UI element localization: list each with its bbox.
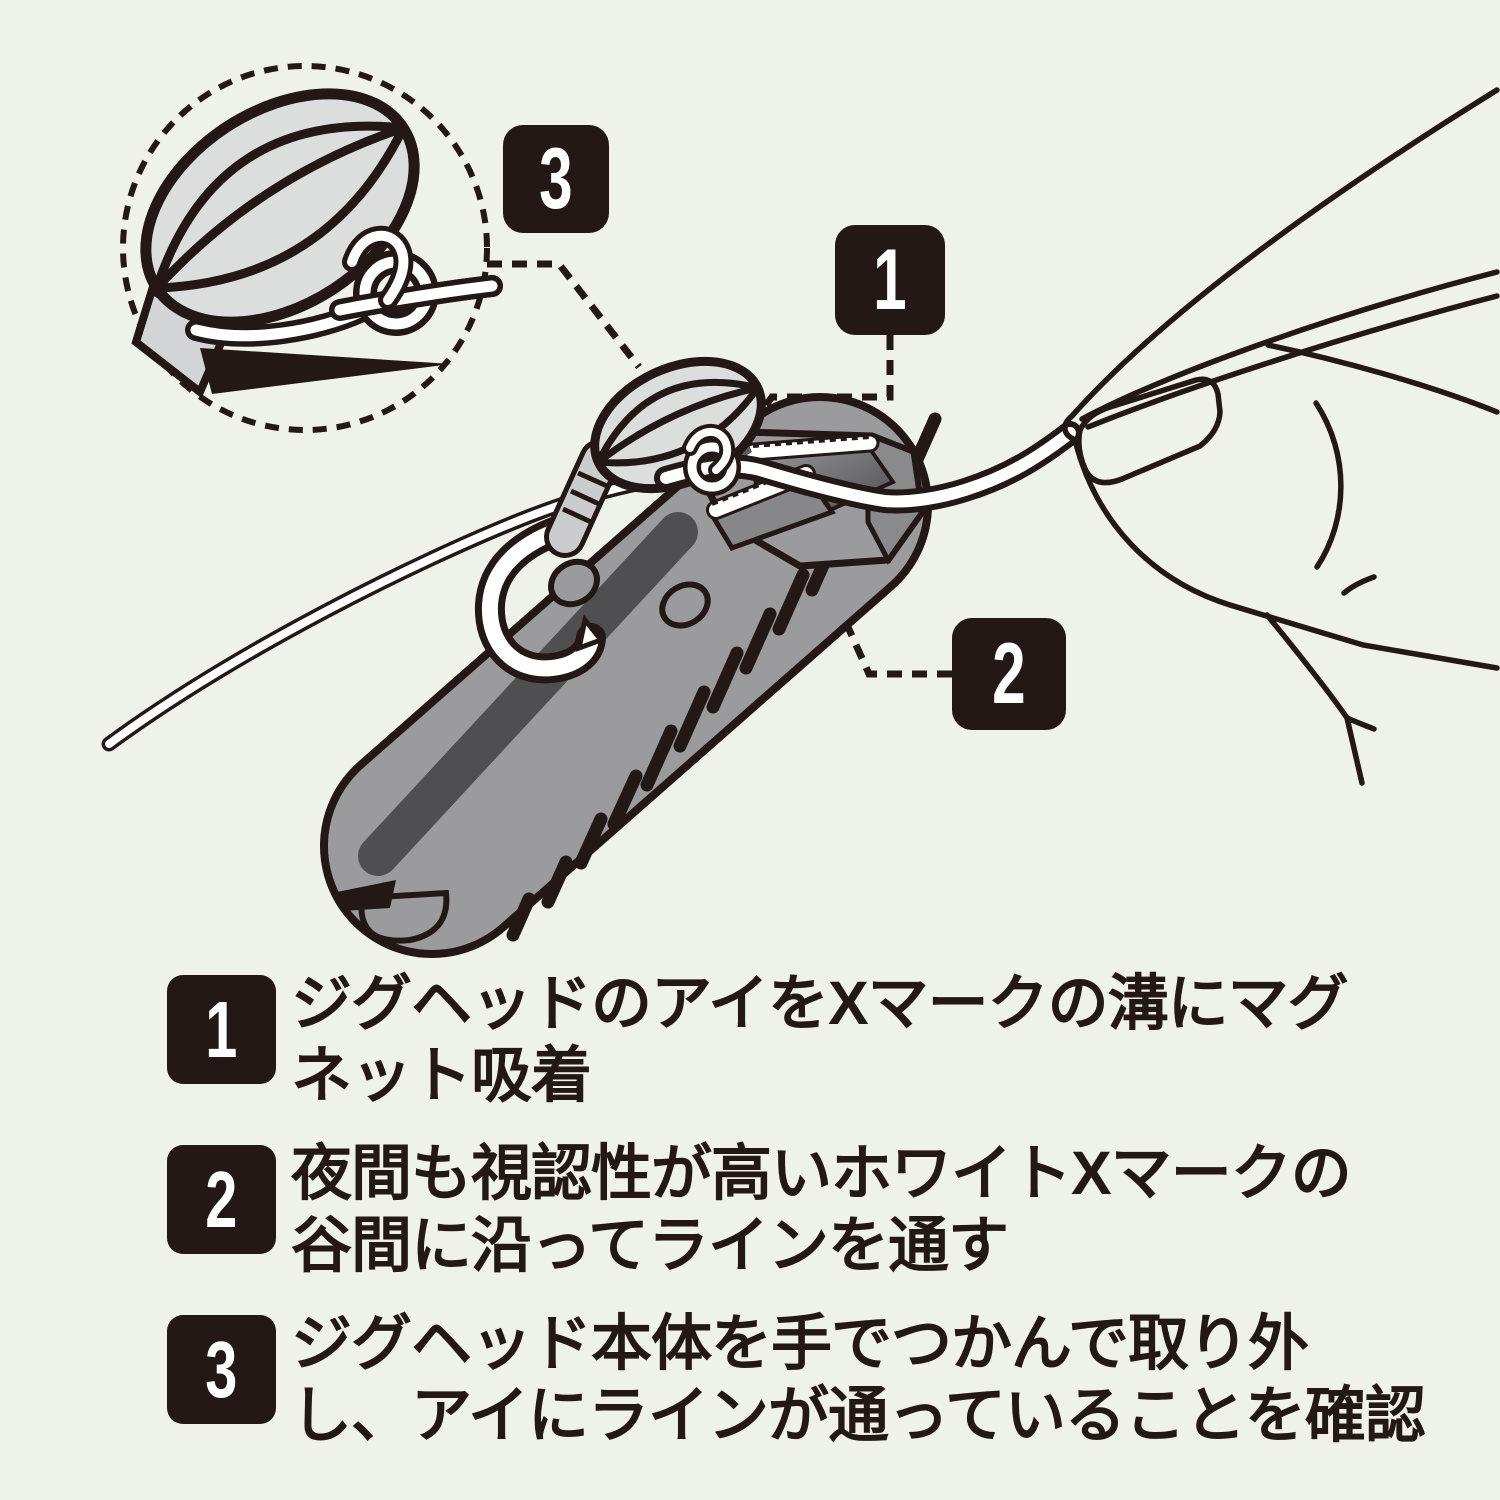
hook — [474, 512, 606, 684]
callout-3-number: 3 — [539, 131, 573, 227]
thumb-tip — [1062, 413, 1078, 443]
tool-hole — [659, 581, 711, 629]
crease-tick — [1344, 715, 1377, 732]
tool-head — [686, 428, 926, 570]
step-1-line-1: ジグヘッドのアイをXマークの溝にマグ — [291, 969, 1349, 1037]
line-tag-end — [1079, 269, 1500, 422]
tool-end-notch — [332, 880, 396, 911]
step-1: 1 ジグヘッドのアイをXマークの溝にマグ ネット吸着 — [167, 969, 1349, 1111]
callout-3: 3 — [503, 125, 609, 233]
step-2-number: 2 — [205, 1154, 238, 1244]
palm-crease-small — [1341, 574, 1377, 596]
thumb-bottom-outline — [1072, 437, 1500, 671]
callout-2-number: 2 — [992, 626, 1026, 722]
leader-line-3 — [487, 260, 642, 370]
step-2-number-badge: 2 — [167, 1145, 276, 1254]
jig-head-eye-ring — [682, 424, 741, 496]
step-3-line-1: ジグヘッド本体を手でつかんで取り外 — [291, 1309, 1309, 1377]
step-1-line-2: ネット吸着 — [291, 1041, 592, 1109]
step-2-text: 夜間も視認性が高いホワイトXマークの 谷間に沿ってラインを通す — [291, 1137, 1352, 1281]
callout-2: 2 — [952, 618, 1066, 730]
step-2: 2 夜間も視認性が高いホワイトXマークの 谷間に沿ってラインを通す — [167, 1139, 1352, 1281]
line-tag-end — [1085, 293, 1500, 430]
step-3-line-2: し、アイにラインが通っていることを確認 — [291, 1381, 1426, 1449]
tool-handle — [328, 401, 924, 950]
thumbnail — [1076, 376, 1223, 486]
tool-groove — [358, 512, 698, 876]
thumb-top-outline — [1069, 87, 1500, 419]
palm-crease-arc — [1313, 400, 1344, 570]
step-1-text: ジグヘッドのアイをXマークの溝にマグ ネット吸着 — [291, 967, 1349, 1111]
step-3-number: 3 — [205, 1324, 238, 1414]
step-1-number: 1 — [205, 984, 238, 1074]
step-2-line-2: 谷間に沿ってラインを通す — [291, 1211, 1009, 1279]
hand-pinching-line — [1062, 87, 1500, 786]
collar-rings — [561, 470, 609, 525]
thumb-base-crease — [1264, 612, 1365, 786]
hook-point — [575, 614, 606, 652]
step-3-text: ジグヘッド本体を手でつかんで取り外 し、アイにラインが通っていることを確認 — [291, 1307, 1426, 1451]
step-3: 3 ジグヘッド本体を手でつかんで取り外 し、アイにラインが通っていることを確認 — [167, 1309, 1426, 1451]
jig-head-remover-tool — [320, 393, 942, 958]
tool-hole — [548, 558, 600, 608]
step-2-line-1: 夜間も視認性が高いホワイトXマークの — [291, 1139, 1352, 1207]
hand-inner-line — [1265, 342, 1500, 415]
step-3-number-badge: 3 — [167, 1315, 276, 1424]
magnifier-detail-circle — [120, 63, 503, 433]
jig-head-eye-ring-magnified — [329, 225, 503, 336]
step-1-number-badge: 1 — [167, 975, 276, 1084]
tool-edge — [200, 348, 452, 394]
callout-1-number: 1 — [873, 232, 907, 328]
x-mark-grooves — [706, 433, 880, 552]
callout-1: 1 — [835, 225, 945, 335]
